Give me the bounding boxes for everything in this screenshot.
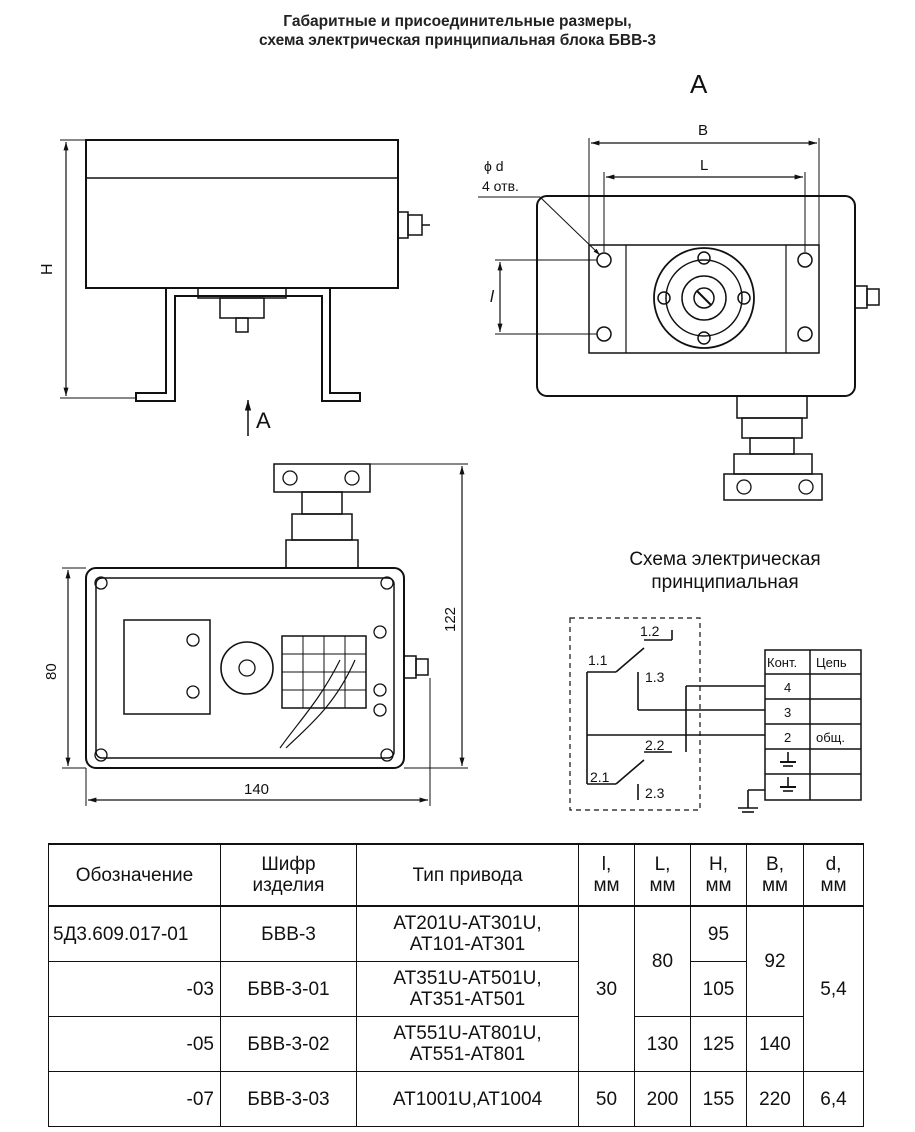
title-line-2: схема электрическая принципиальная блока… xyxy=(258,32,657,49)
dim-80: 80 xyxy=(43,663,60,680)
cell-l: 30 xyxy=(578,905,635,1072)
cell-H: 155 xyxy=(690,1071,747,1127)
dim-L: L xyxy=(700,157,708,174)
enclosure-side xyxy=(85,139,399,289)
technical-drawing: H A A xyxy=(39,69,880,813)
header-B: B,мм xyxy=(746,843,804,907)
cell-H: 95 xyxy=(690,905,747,962)
cell-L: 130 xyxy=(634,1016,691,1072)
switch-boundary xyxy=(569,617,701,811)
header-d: d,мм xyxy=(803,843,864,907)
schema-caption-line-1: Схема электрическая xyxy=(629,549,821,570)
contact-row-circuit: общ. xyxy=(816,730,845,745)
enclosure-inside xyxy=(85,567,405,769)
dim-H: H xyxy=(39,263,56,275)
mounting-hole xyxy=(596,252,612,268)
view-a xyxy=(478,138,880,501)
cell-code: БВВ-3-03 xyxy=(220,1071,357,1127)
cell-designation: -07 xyxy=(48,1071,221,1127)
contact-row-kont: 3 xyxy=(784,705,791,720)
cell-L: 80 xyxy=(634,905,691,1017)
view-a-arrow-label: A xyxy=(256,408,271,433)
header-drive: Тип привода xyxy=(356,843,579,907)
electrical-schematic xyxy=(569,617,862,813)
shaft-housing xyxy=(219,297,265,319)
table-header-row: Обозначение Шифр изделия Тип привода l,м… xyxy=(48,843,864,907)
cell-H: 105 xyxy=(690,961,747,1017)
cell-drive: AT551U-AT801U,AT551-AT801 xyxy=(356,1016,579,1072)
cell-designation: -03 xyxy=(48,961,221,1017)
enclosure-front xyxy=(536,195,856,397)
header-L: L,мм xyxy=(634,843,691,907)
cell-L: 200 xyxy=(634,1071,691,1127)
table-row: 5Д3.609.017-01 БВВ-3 AT201U-AT301U,AT101… xyxy=(48,905,864,1072)
specification-table: Обозначение Шифр изделия Тип привода l,м… xyxy=(48,843,864,1127)
cell-B: 92 xyxy=(746,905,804,1017)
mounting-bracket xyxy=(135,288,361,402)
schema-caption-line-2: принципиальная xyxy=(651,572,799,593)
cell-H: 125 xyxy=(690,1016,747,1072)
header-H: H,мм xyxy=(690,843,747,907)
top-gland xyxy=(285,539,359,569)
cell-drive: AT201U-AT301U,AT101-AT301 xyxy=(356,905,579,962)
cell-code: БВВ-3-02 xyxy=(220,1016,357,1072)
contact-2-1: 2.1 xyxy=(590,769,610,785)
table-row: -05 БВВ-3-02 AT551U-AT801U,AT551-AT801 1… xyxy=(48,1016,864,1072)
dim-122: 122 xyxy=(442,607,459,632)
dim-holes: 4 отв. xyxy=(482,178,519,194)
contact-1-1: 1.1 xyxy=(588,652,608,668)
mounting-plate xyxy=(588,244,820,354)
cell-drive: AT1001U,AT1004 xyxy=(356,1071,579,1127)
terminal-bolt xyxy=(397,211,409,239)
document-title: Габаритные и присоединительные размеры, … xyxy=(0,12,915,50)
header-l: l,мм xyxy=(578,843,635,907)
contact-2-3: 2.3 xyxy=(645,785,665,801)
cell-B: 220 xyxy=(746,1071,804,1127)
schema-caption: Схема электрическая принципиальная xyxy=(575,548,875,594)
table-row: -07 БВВ-3-03 AT1001U,AT1004 50 200 155 2… xyxy=(48,1071,864,1127)
contact-table-header-circuit: Цепь xyxy=(816,655,847,670)
cell-B: 140 xyxy=(746,1016,804,1072)
contact-table-header-kont: Конт. xyxy=(767,655,797,670)
contact-row-kont: 4 xyxy=(784,680,791,695)
cell-l: 50 xyxy=(578,1071,635,1127)
view-a-label: A xyxy=(690,69,708,99)
header-designation: Обозначение xyxy=(48,843,221,907)
dim-B: B xyxy=(698,122,708,139)
cell-d: 6,4 xyxy=(803,1071,864,1127)
cam xyxy=(220,641,274,695)
dim-140: 140 xyxy=(244,781,269,798)
side-view xyxy=(60,139,430,436)
cell-d: 5,4 xyxy=(803,905,864,1072)
cell-designation: 5Д3.609.017-01 xyxy=(48,905,221,962)
contact-1-2: 1.2 xyxy=(640,623,660,639)
title-line-1: Габаритные и присоединительные размеры, xyxy=(283,13,632,30)
cell-designation: -05 xyxy=(48,1016,221,1072)
header-code: Шифр изделия xyxy=(220,843,357,907)
table-row: -03 БВВ-3-01 AT351U-AT501U,AT351-AT501 1… xyxy=(48,961,864,1017)
contact-1-3: 1.3 xyxy=(645,669,665,685)
flange xyxy=(653,247,755,349)
contact-2-2: 2.2 xyxy=(645,737,665,753)
contact-table xyxy=(764,649,862,801)
dim-phi-d: ϕ d xyxy=(484,158,504,174)
inside-view xyxy=(62,463,468,806)
cell-code: БВВ-3 xyxy=(220,905,357,962)
cell-code: БВВ-3-01 xyxy=(220,961,357,1017)
contact-row-kont: 2 xyxy=(784,730,791,745)
cable-gland xyxy=(736,395,808,419)
switch-block xyxy=(123,619,211,715)
dim-l: l xyxy=(490,287,495,306)
cell-drive: AT351U-AT501U,AT351-AT501 xyxy=(356,961,579,1017)
